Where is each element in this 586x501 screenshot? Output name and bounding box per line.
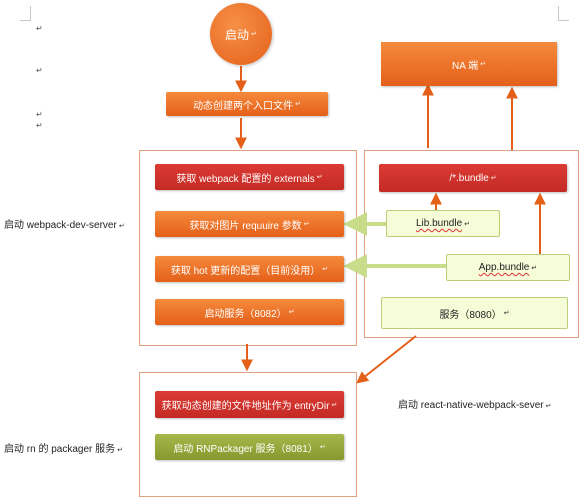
paragraph-mark: ↵ xyxy=(319,444,326,451)
rn-packager-label: 启动 RNPackager 服务（8081） xyxy=(173,443,318,455)
start-node: 启动↵ xyxy=(210,3,272,65)
start-label: 启动 xyxy=(225,27,250,42)
service-8080-label: 服务（8080） xyxy=(439,309,502,321)
entry-dir-label: 获取动态创建的文件地址作为 entryDir xyxy=(161,401,330,412)
paragraph-mark: ↵ xyxy=(303,221,310,228)
hot-config-label: 获取 hot 更新的配置（目前没用） xyxy=(170,265,321,277)
lib-bundle-label: Lib.bundle xyxy=(415,218,463,229)
paragraph-mark: ↵ xyxy=(36,66,43,75)
paragraph-mark: ↵ xyxy=(322,266,329,273)
app-bundle-label: App.bundle xyxy=(478,262,530,273)
paragraph-mark: ↵ xyxy=(503,310,510,317)
image-params-label: 获取对图片 requuire 参数 xyxy=(189,220,302,232)
paragraph-mark: ↵ xyxy=(117,447,124,454)
externals-label: 获取 webpack 配置的 externals xyxy=(176,173,315,185)
na-end-label: NA 端 xyxy=(452,60,479,72)
paragraph-mark: ↵ xyxy=(288,309,295,316)
paragraph-mark: ↵ xyxy=(295,101,301,108)
paragraph-mark: ↵ xyxy=(531,264,538,272)
paragraph-mark: ↵ xyxy=(36,121,43,130)
na-end-box: NA 端↵ xyxy=(381,42,557,86)
lib-bundle-box: Lib.bundle↵ xyxy=(386,210,500,237)
paragraph-mark: ↵ xyxy=(331,401,338,409)
hot-config-box: 获取 hot 更新的配置（目前没用）↵ xyxy=(155,256,344,282)
dynamic-create-label: 动态创建两个入口文件 xyxy=(193,100,294,112)
corner-mark-top-left xyxy=(20,6,31,21)
rn-packager-box: 启动 RNPackager 服务（8081）↵ xyxy=(155,434,344,460)
paragraph-mark: ↵ xyxy=(490,175,497,182)
start-service-8082-label: 启动服务（8082） xyxy=(204,308,287,320)
dynamic-create-box: 动态创建两个入口文件↵ xyxy=(166,92,328,116)
service-8080-box: 服务（8080）↵ xyxy=(381,297,568,329)
bundle-all-label: /*.bundle xyxy=(449,172,489,184)
webpack-dev-server-side-label: 启动 webpack-dev-server↵ xyxy=(4,220,125,231)
paragraph-mark: ↵ xyxy=(251,31,257,38)
bundle-all-box: /*.bundle↵ xyxy=(379,164,567,192)
paragraph-mark: ↵ xyxy=(36,24,43,33)
arrow-service-to-packager xyxy=(356,335,417,384)
paragraph-mark: ↵ xyxy=(118,223,125,230)
image-params-box: 获取对图片 requuire 参数↵ xyxy=(155,211,344,237)
rn-packager-side-label: 启动 rn 的 packager 服务↵ xyxy=(4,444,124,455)
app-bundle-box: App.bundle↵ xyxy=(446,254,570,281)
start-service-8082-box: 启动服务（8082）↵ xyxy=(155,299,344,325)
paragraph-mark: ↵ xyxy=(316,174,323,181)
paragraph-mark: ↵ xyxy=(480,61,486,68)
entry-dir-box: 获取动态创建的文件地址作为 entryDir↵ xyxy=(155,391,344,418)
paragraph-mark: ↵ xyxy=(545,403,552,410)
react-native-webpack-sever-side-label: 启动 react-native-webpack-sever↵ xyxy=(398,400,552,411)
externals-box: 获取 webpack 配置的 externals↵ xyxy=(155,164,344,190)
corner-mark-top-right xyxy=(558,6,569,21)
paragraph-mark: ↵ xyxy=(36,110,43,119)
paragraph-mark: ↵ xyxy=(464,220,471,228)
